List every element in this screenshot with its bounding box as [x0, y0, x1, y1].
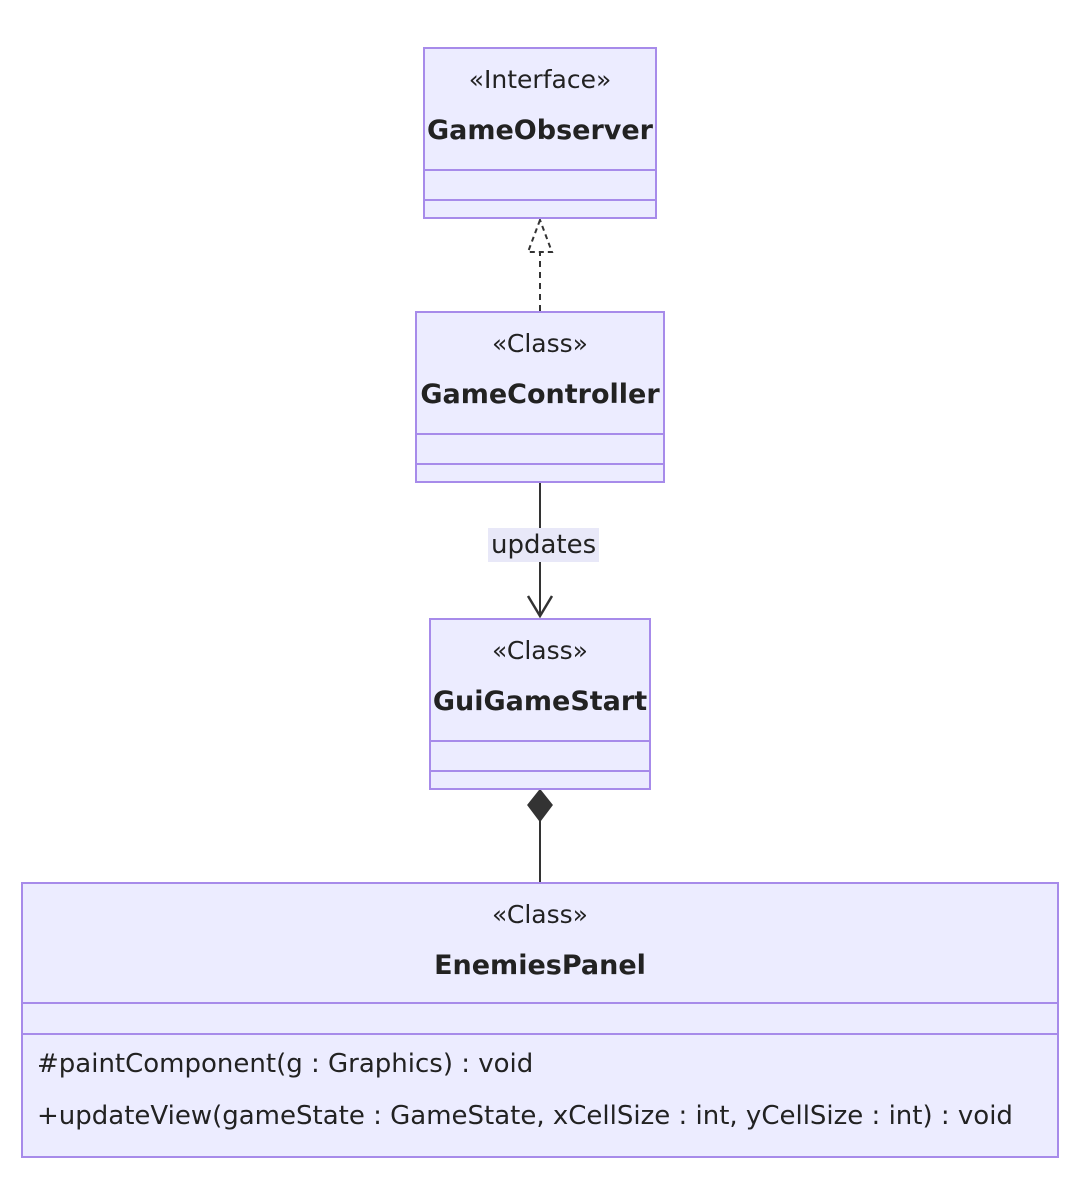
- class-header: «Class» GuiGameStart: [431, 620, 649, 740]
- methods-compartment: #paintComponent(g : Graphics) : void +up…: [23, 1033, 1057, 1131]
- methods-compartment: [425, 199, 655, 217]
- stereotype-label: «Class»: [492, 636, 588, 665]
- class-game-observer[interactable]: «Interface» GameObserver: [423, 47, 657, 219]
- class-name: GameController: [420, 379, 660, 410]
- class-name: GameObserver: [426, 115, 654, 146]
- stereotype-label: «Class»: [492, 900, 588, 929]
- class-gui-game-start[interactable]: «Class» GuiGameStart: [429, 618, 651, 790]
- class-header: «Interface» GameObserver: [425, 49, 655, 169]
- class-header: «Class» GameController: [417, 313, 663, 433]
- method-paint-component: #paintComponent(g : Graphics) : void: [37, 1049, 534, 1079]
- methods-compartment: [431, 770, 649, 788]
- class-game-controller[interactable]: «Class» GameController: [415, 311, 665, 483]
- method-update-view: +updateView(gameState : GameState, xCell…: [37, 1101, 1013, 1131]
- composition-diamond: [527, 788, 553, 823]
- class-name: EnemiesPanel: [434, 950, 646, 981]
- class-enemies-panel[interactable]: «Class» EnemiesPanel #paintComponent(g :…: [21, 882, 1059, 1158]
- composition-edge: [527, 788, 553, 882]
- methods-compartment: [417, 463, 663, 481]
- attributes-compartment: [417, 433, 663, 463]
- association-label: updates: [488, 528, 600, 562]
- class-name: GuiGameStart: [432, 686, 648, 717]
- stereotype-label: «Interface»: [468, 65, 612, 94]
- association-arrowhead: [526, 595, 554, 619]
- attributes-compartment: [425, 169, 655, 199]
- attributes-compartment: [431, 740, 649, 770]
- class-header: «Class» EnemiesPanel: [23, 884, 1057, 1002]
- stereotype-label: «Class»: [492, 329, 588, 358]
- realization-edge: [526, 217, 554, 311]
- realization-arrowhead: [526, 217, 554, 253]
- attributes-compartment: [23, 1002, 1057, 1033]
